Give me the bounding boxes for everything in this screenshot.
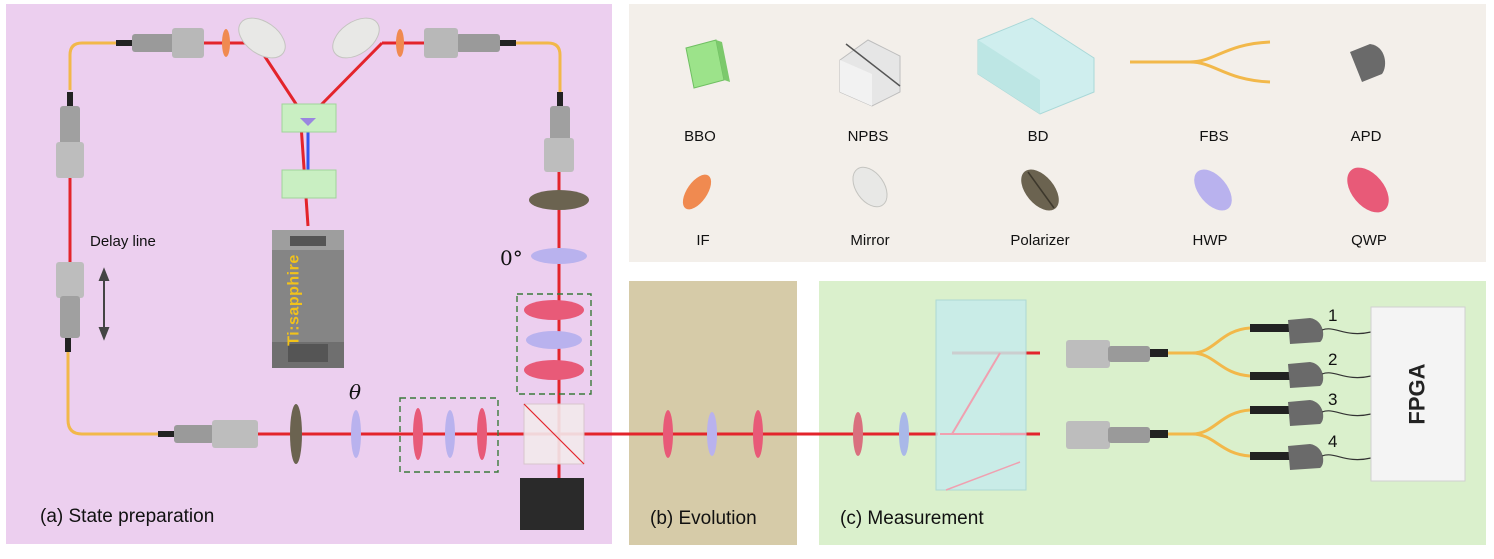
caption-evolution: (b) Evolution: [650, 508, 757, 529]
legend-label-qwp: QWP: [1351, 232, 1387, 249]
fpga-wires: [1321, 328, 1372, 461]
hwp-h-1: [445, 410, 455, 458]
qwp-v-1: [524, 300, 584, 320]
beam-displacer: [935, 299, 1027, 491]
coupler-right: [544, 106, 574, 172]
dashed-box-horizontal: [399, 397, 499, 473]
fpga-box: [1370, 306, 1466, 482]
legend-label-fbs: FBS: [1199, 128, 1229, 145]
legend-label-if: IF: [696, 232, 710, 249]
coupler-top-right: [424, 28, 500, 58]
bd-icon: [977, 17, 1095, 115]
fiber-bottom-left: [66, 345, 160, 436]
polarizer-icon: [1021, 169, 1059, 211]
coupler-bottom-left: [174, 420, 258, 448]
laser-box: [272, 230, 344, 368]
fbs-icon: [1130, 40, 1271, 84]
delay-arrow: [98, 267, 110, 341]
legend-label-bbo: BBO: [684, 128, 716, 145]
bbo-crystal-upper: [281, 103, 337, 133]
laser-label-wrap: Ti:sapphire: [274, 245, 316, 355]
coupler-meas-lower: [1066, 421, 1168, 449]
bbo-icon: [685, 39, 730, 89]
dashed-box-vertical: [516, 293, 592, 395]
if-top-right: [396, 29, 404, 57]
delay-line-label: Delay line: [90, 233, 156, 250]
legend-label-polarizer: Polarizer: [1010, 232, 1070, 249]
hwp-theta: [351, 410, 361, 458]
channel-label-2: 2: [1328, 350, 1338, 369]
npbs-cube: [523, 403, 585, 465]
fpga-label: FPGA: [1405, 363, 1430, 425]
coupler-left-upper: [56, 106, 84, 178]
qwp-meas: [853, 412, 863, 456]
bbo-crystal-lower: [281, 169, 337, 199]
beam-dump: [520, 478, 584, 530]
channel-label-4: 4: [1328, 432, 1338, 451]
qwp-v-2: [524, 360, 584, 380]
zero-degree-label: 0°: [500, 246, 523, 270]
mirror-top-right: [332, 17, 380, 59]
legend-label-apd: APD: [1350, 128, 1382, 145]
apd-icon: [1350, 44, 1386, 82]
mirror-icon: [852, 166, 888, 208]
qwp-evo-2: [753, 410, 763, 458]
caption-state-preparation: (a) State preparation: [40, 506, 215, 527]
legend-label-npbs: NPBS: [847, 128, 889, 145]
polarizer-vertical: [529, 190, 589, 210]
fiber-top-left: [68, 41, 118, 90]
coupler-meas-upper: [1066, 340, 1168, 368]
hwp-v-1: [526, 331, 582, 349]
polarizer-prep: [290, 404, 302, 464]
legend-label-mirror: Mirror: [850, 232, 890, 249]
hwp-evo: [707, 412, 717, 456]
coupler-top-left: [132, 28, 204, 58]
fiber-top-right: [514, 41, 562, 95]
qwp-evo-1: [663, 410, 673, 458]
apd-detectors: [1250, 318, 1324, 470]
fbs-meas-lower: [1168, 408, 1251, 458]
channel-label-1: 1: [1328, 306, 1338, 325]
legend-label-bd: BD: [1027, 128, 1049, 145]
legend-label-hwp: HWP: [1192, 232, 1228, 249]
fbs-meas-upper: [1168, 326, 1251, 378]
fpga-label-wrap: FPGA: [1371, 307, 1465, 481]
qwp-h-2: [477, 408, 487, 460]
laser-label: Ti:sapphire: [286, 254, 304, 346]
qwp-icon: [1347, 167, 1389, 213]
coupler-left-lower: [56, 262, 84, 338]
mirror-top-left: [238, 17, 286, 59]
theta-label: θ: [349, 380, 362, 404]
if-icon: [682, 174, 712, 210]
hwp-meas: [899, 412, 909, 456]
caption-measurement: (c) Measurement: [840, 508, 984, 529]
npbs-icon: [839, 39, 901, 107]
qwp-h-1: [413, 408, 423, 460]
if-top-left: [222, 29, 230, 57]
hwp-icon: [1194, 169, 1232, 211]
hwp-zero: [531, 248, 587, 264]
channel-label-3: 3: [1328, 390, 1338, 409]
